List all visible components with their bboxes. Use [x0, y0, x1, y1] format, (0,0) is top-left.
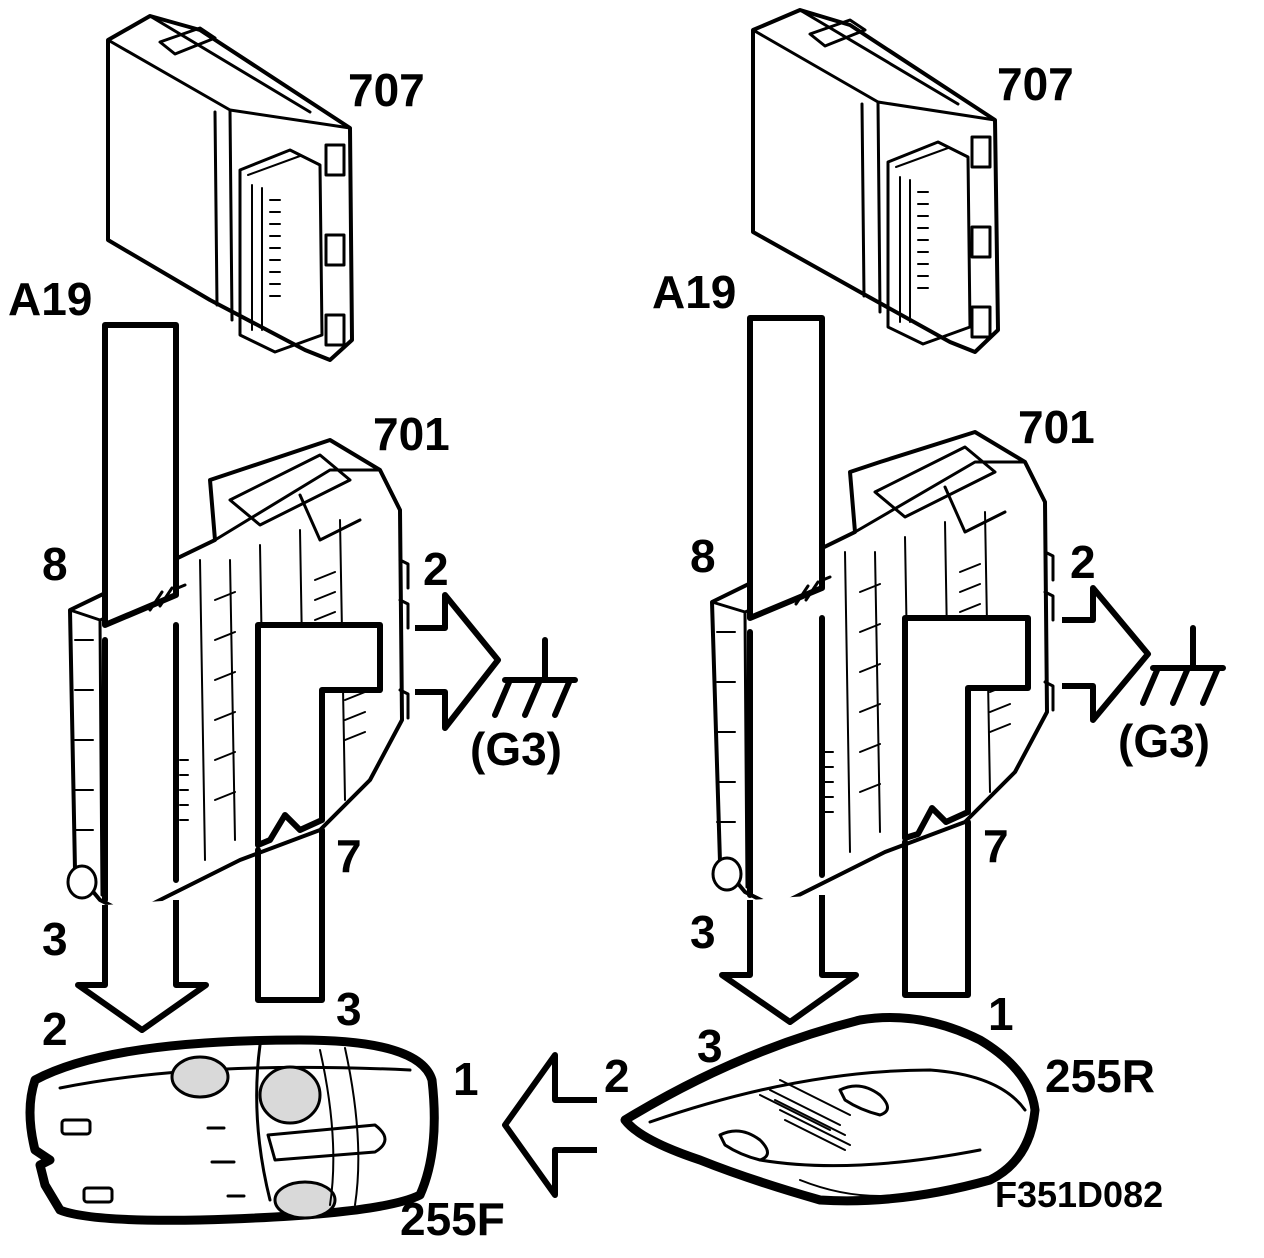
u-wire-lower-right — [902, 819, 971, 998]
label-pin-2-ground-right: 2 — [1070, 536, 1096, 588]
left-panel: 707 A19 701 8 2 (G3) 7 3 3 2 1 255F — [8, 14, 597, 1245]
lamp-to-lamp-arrow — [502, 1052, 597, 1198]
right-panel: 707 A19 701 8 2 (G3) 7 3 1 3 2 255R — [604, 8, 1226, 1206]
label-pin-2-lamp-left: 2 — [42, 1003, 68, 1055]
figure-code: F351D082 — [995, 1174, 1163, 1215]
lamp-255f — [25, 1035, 439, 1225]
label-pin-1-lamp-left: 1 — [453, 1053, 479, 1105]
label-701-right: 701 — [1018, 401, 1095, 453]
label-pin-7-right: 7 — [983, 820, 1009, 872]
down-arrow-left — [75, 900, 209, 1033]
label-255r: 255R — [1045, 1050, 1155, 1102]
label-707-right: 707 — [997, 58, 1074, 110]
a19-band-through-left — [102, 622, 179, 903]
label-g3-right: (G3) — [1118, 715, 1210, 767]
label-pin-3-upper-left: 3 — [42, 913, 68, 965]
u-wire-lower-left — [255, 827, 325, 1003]
label-707-left: 707 — [348, 64, 425, 116]
label-pin-2-lamp-right: 2 — [604, 1050, 630, 1102]
ground-arrow-right — [1062, 585, 1151, 723]
label-pin-3-upper-right: 3 — [690, 906, 716, 958]
label-pin-3-lower-left: 3 — [336, 983, 362, 1035]
label-pin-1-right: 1 — [988, 988, 1014, 1040]
label-701-left: 701 — [373, 408, 450, 460]
a19-band-upper-right — [747, 315, 825, 621]
label-pin-8-right: 8 — [690, 530, 716, 582]
a19-band-through-right — [747, 615, 825, 898]
a19-band-upper-left — [102, 322, 179, 628]
label-pin-2-ground-left: 2 — [423, 543, 449, 595]
l-wire-701-left — [255, 622, 383, 848]
label-a19-right: A19 — [652, 266, 736, 318]
label-pin-8-left: 8 — [42, 538, 68, 590]
label-255f: 255F — [400, 1193, 505, 1245]
label-g3-left: (G3) — [470, 723, 562, 775]
label-pin-3-lamp-right: 3 — [697, 1020, 723, 1072]
lamp-255r — [620, 1013, 1040, 1206]
ground-symbol-right — [1140, 625, 1226, 706]
label-pin-7-left: 7 — [336, 830, 362, 882]
l-wire-701-right — [902, 615, 1031, 841]
label-a19-left: A19 — [8, 273, 92, 325]
ground-symbol-left — [492, 637, 578, 718]
module-707-right — [751, 8, 1000, 354]
ground-arrow-left — [415, 592, 501, 731]
module-707-left — [106, 14, 354, 362]
down-arrow-right — [719, 895, 859, 1025]
